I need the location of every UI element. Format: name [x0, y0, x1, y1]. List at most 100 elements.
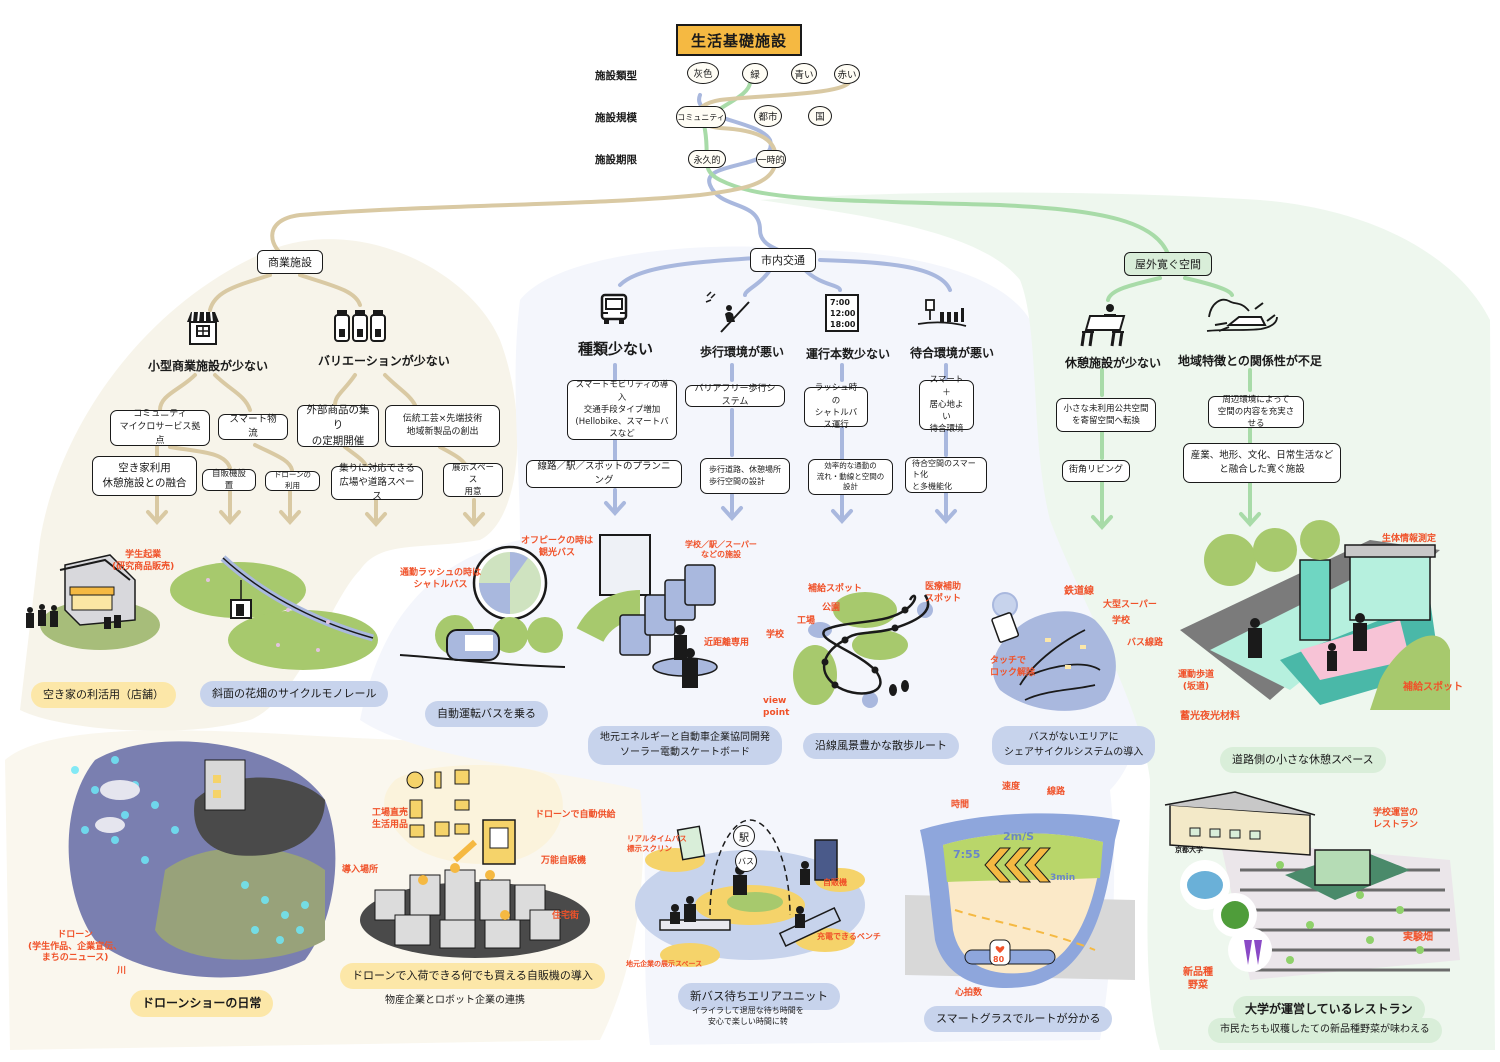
note-rush-hour: 通勤ラッシュの時は シャトルバス [400, 568, 482, 590]
problem-local-relation: 地域特徴との関係性が不足 [1178, 354, 1322, 368]
option-permanent[interactable]: 永久的 [688, 150, 726, 168]
option-blue[interactable]: 青い [791, 63, 817, 84]
note-charging-bench: 充電できるベンチ [817, 932, 881, 941]
caption-monorail: 斜面の花畑のサイクルモノレール [200, 681, 389, 707]
option-temporary[interactable]: 一時的 [756, 150, 786, 168]
caption-smart-glass: スマートグラスでルートが分かる [924, 1006, 1113, 1032]
note-student-business: 学生起業 (研究商品販売) [112, 550, 175, 572]
note-factory: 工場 [797, 616, 816, 626]
solution-barrier-free[interactable]: バリアフリー歩行システム [685, 384, 785, 407]
problem-few-services: 運行本数少ない [806, 347, 891, 361]
note-viewpoint: view point [763, 696, 790, 718]
note-facilities: 学校／駅／スーパー などの施設 [685, 540, 757, 560]
note-vending-2: 自販機 [823, 878, 847, 887]
vending-illustration [360, 765, 590, 958]
option-red[interactable]: 赤い [834, 64, 860, 84]
note-speed: 速度 [1002, 782, 1021, 792]
note-offpeak: オフピークの時は 観光バス [521, 536, 594, 558]
caption-skateboard: 地元エネルギーと自動車企業協同開発 ソーラー電動スケートボード [588, 726, 782, 765]
note-experiment-field: 実験畑 [1403, 932, 1433, 943]
detail-street-living[interactable]: 街角リビング [1062, 460, 1130, 482]
note-universal-vending: 万能自販機 [541, 856, 587, 866]
detail-plaza-space[interactable]: 集りに対応できる 広場や道路スペース [331, 463, 423, 502]
note-supply-spot: 補給スポット [808, 584, 863, 594]
detail-vending-machine[interactable]: 自販機設置 [202, 469, 256, 491]
note-school-2: 学校 [1112, 616, 1131, 626]
share-cycle-illustration [991, 592, 1116, 711]
bottles-icon [333, 309, 387, 347]
caption-roadside-rest: 道路側の小さな休憩スペース [1220, 747, 1386, 773]
detail-waiting-multi[interactable]: 待合空間のスマート化 と多機能化 [905, 457, 987, 493]
solution-smart-mobility[interactable]: スマートモビリティの導入 交通手段タイプ増加 (Hellobike、スマートバス… [567, 380, 677, 440]
hud-heart-rate: 80 [993, 955, 1005, 964]
option-gray[interactable]: 灰色 [687, 62, 719, 84]
category-commercial[interactable]: 商業施設 [257, 250, 323, 274]
solution-smart-waiting[interactable]: スマート＋ 居心地よい 待合環境 [919, 375, 974, 434]
hud-eta: 3min [1050, 873, 1076, 883]
bus-wait-illustration [635, 819, 865, 967]
timetable-time-1: 7:00 [830, 298, 850, 307]
caption-walking-route: 沿線風景豊かな散歩ルート [803, 733, 959, 759]
note-supply-spot-2: 補給スポット [1403, 682, 1463, 693]
option-city[interactable]: 都市 [754, 105, 782, 127]
note-drone: ドローン (学生作品、企業宣伝、 まちのニュース) [28, 930, 123, 964]
solution-enrich-space[interactable]: 周辺環境によって 空間の内容を充実させる [1208, 395, 1304, 429]
solution-smart-logistics[interactable]: スマート物流 [218, 414, 288, 440]
skateboard-illustration [576, 534, 718, 688]
caption-share-cycle: バスがないエリアに シェアサイクルシステムの導入 [992, 726, 1156, 765]
bus-stop-queue-icon [917, 298, 968, 336]
bus-icon [600, 293, 628, 329]
walking-route-illustration [793, 592, 933, 708]
timetable-icon: 7:00 12:00 18:00 [825, 294, 859, 332]
option-community[interactable]: コミュニティ [676, 106, 726, 128]
note-touch-unlock: タッチで ロック解除 [990, 656, 1036, 678]
row-label-term: 施設期限 [595, 154, 637, 166]
category-transport[interactable]: 市内交通 [750, 248, 816, 272]
detail-walking-design[interactable]: 歩行道路、休憩場所 歩行空間の設計 [700, 458, 790, 494]
solution-shuttle-bus[interactable]: ラッシュ時の シャトルバス運行 [804, 383, 868, 430]
problem-few-types: 種類少ない [578, 340, 654, 358]
hud-time: 7:55 [953, 848, 981, 861]
note-drone-supply: ドローンで自動供給 [535, 810, 616, 820]
landscape-arrows-icon [1205, 295, 1281, 345]
note-short-distance: 近距離専用 [704, 638, 750, 648]
solution-community-base[interactable]: コミュニティ マイクロサービス拠点 [110, 409, 210, 446]
solution-craft-tech[interactable]: 伝統工芸×先端技術 地域新製品の創出 [385, 405, 500, 447]
detail-drone-use[interactable]: ドローンの利用 [265, 470, 320, 491]
problem-poor-waiting: 待合環境が悪い [910, 346, 995, 360]
caption-drone-show: ドローンショーの日常 [130, 990, 274, 1018]
note-installation-site: 導入場所 [342, 865, 379, 875]
detail-flow-design[interactable]: 効率的な通勤の 流れ・動線と空間の設計 [808, 459, 893, 495]
option-green[interactable]: 緑 [742, 63, 768, 84]
note-park: 公園 [822, 603, 841, 613]
caption-autonomous-bus: 自動運転バスを乗る [425, 701, 548, 727]
detail-vacant-house[interactable]: 空き家利用 休憩施設との融合 [92, 456, 197, 496]
note-exercise-walk: 運動歩道 (坂道) [1178, 670, 1215, 692]
smart-glass-illustration [905, 813, 1135, 988]
problem-few-rest: 休憩施設が少ない [1065, 356, 1162, 370]
problem-few-small-shops: 小型商業施設が少ない [148, 359, 269, 373]
problem-little-variety: バリエーションが少ない [318, 354, 450, 368]
detail-fused-facility[interactable]: 産業、地形、文化、日常生活など と融合した寛ぐ施設 [1183, 443, 1341, 483]
note-river: 川 [117, 966, 127, 976]
caption-vending: ドローンで入荷できる何でも買える自販機の導入 [340, 963, 605, 989]
note-school-restaurant: 学校運営の レストラン [1373, 808, 1419, 830]
category-outdoor[interactable]: 屋外寛ぐ空間 [1124, 252, 1212, 276]
note-realtime-screen: リアルタイムバス 標示スクリン [627, 834, 687, 853]
solution-public-space[interactable]: 小さな未利用公共空間 を寄留空間へ転換 [1056, 398, 1156, 432]
note-biometrics: 生体情報測定 [1382, 534, 1437, 544]
caption-vacant-house: 空き家の利活用（店舗） [31, 682, 176, 708]
note-exhibit: 地元企業の展示スペース [626, 960, 703, 968]
note-school: 学校 [766, 630, 785, 640]
vacant-house-illustration [26, 554, 160, 650]
solution-external-market[interactable]: 外部商品の集り の定期開催 [297, 404, 379, 447]
detail-exhibit-space[interactable]: 展示スペース 用意 [443, 463, 503, 497]
drone-show-illustration [68, 741, 336, 978]
detail-route-planning[interactable]: 線路／駅／スポットのプランニング [526, 460, 682, 488]
note-bus-route: バス線路 [1127, 638, 1164, 648]
autonomous-bus-illustration [399, 545, 566, 668]
option-nation[interactable]: 国 [808, 106, 832, 126]
university-building-sign: 京都大学 [1175, 846, 1203, 854]
note-time: 時間 [951, 800, 970, 810]
note-factory-goods: 工場直売 生活用品 [372, 808, 409, 830]
